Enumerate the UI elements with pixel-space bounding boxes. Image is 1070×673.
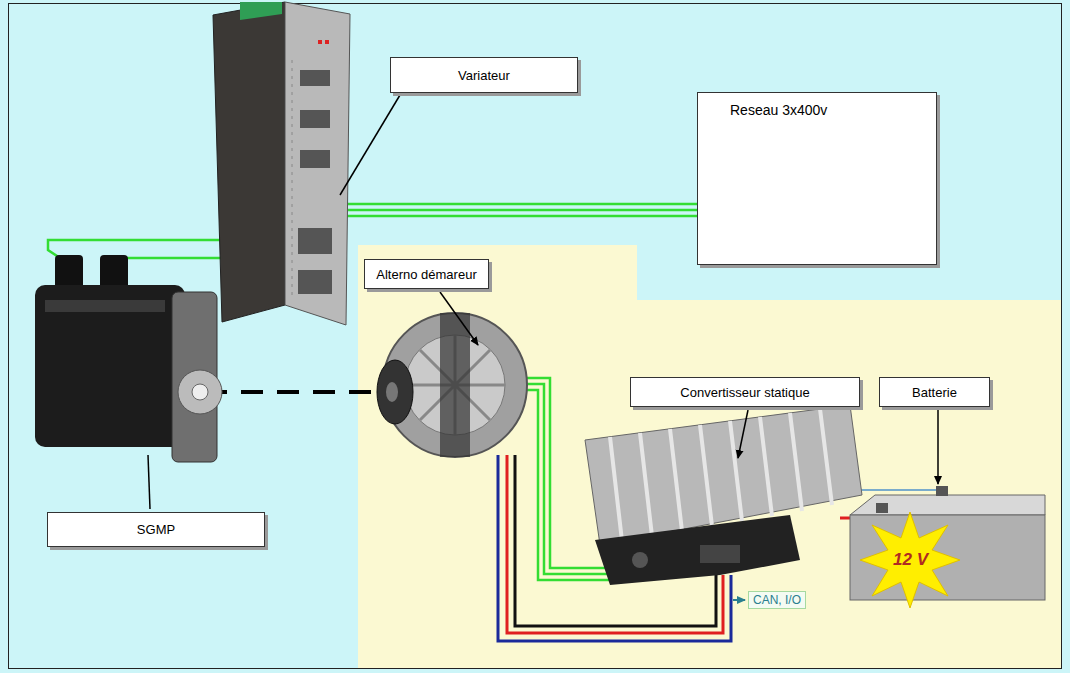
can-arrow: [733, 599, 745, 601]
led: [318, 40, 322, 44]
motor-shaft: [192, 384, 208, 400]
label-box: Reseau 3x400v: [697, 92, 937, 265]
converter-housing: [595, 515, 800, 585]
battery-terminal: [876, 503, 888, 513]
terminal-row: [292, 60, 293, 300]
connector: [298, 270, 332, 294]
frame: [9, 4, 1062, 669]
pulley-hub: [386, 382, 398, 402]
pulley: [377, 360, 413, 424]
label-box: Convertisseur statique: [630, 377, 860, 407]
heatsink-fins: [610, 409, 832, 541]
label-box: SGMP: [47, 512, 265, 547]
label-box: Variateur: [390, 57, 578, 93]
drive-front: [285, 2, 350, 325]
leader-line: [440, 292, 478, 345]
power-wire: [340, 215, 697, 218]
shaft-coupling: [205, 390, 385, 394]
drive-unit: [213, 2, 350, 325]
motor-bearing: [178, 370, 222, 414]
label-text: Alterno démareur: [376, 267, 476, 282]
label-text: Reseau 3x400v: [730, 102, 827, 118]
motor-connector: [55, 255, 83, 290]
drive-side: [213, 2, 285, 322]
motor-body: [35, 285, 185, 447]
static-converter: [585, 405, 862, 585]
connector: [300, 110, 330, 128]
battery-terminal: [936, 486, 948, 496]
voltage-label: 12 V: [893, 550, 928, 570]
label-text: Convertisseur statique: [680, 385, 809, 400]
drive-terminal: [240, 2, 282, 20]
connector: [298, 228, 332, 254]
converter-terminal: [632, 552, 648, 568]
label-box: Batterie: [879, 377, 990, 407]
battery-top: [850, 495, 1045, 515]
motor-highlight: [45, 300, 165, 312]
led: [325, 40, 329, 44]
label-text: Variateur: [458, 68, 510, 83]
vehicle-zone: [358, 245, 1062, 668]
label-text: Batterie: [912, 385, 957, 400]
label-text: SGMP: [137, 522, 175, 537]
leader-line: [340, 95, 400, 195]
alternator-band: [440, 313, 470, 457]
connector: [300, 150, 330, 168]
battery: [850, 486, 1045, 608]
bus-label: CAN, I/O: [748, 591, 806, 609]
leader-line: [937, 410, 939, 484]
leader-line: [148, 455, 150, 509]
alternator: [377, 313, 527, 457]
servo-motor: [35, 255, 222, 462]
leader-line: [738, 410, 748, 458]
label-box: Alterno démareur: [364, 259, 489, 289]
power-wire: [340, 209, 697, 212]
power-wire: [340, 203, 697, 206]
connector: [300, 70, 330, 86]
motor-connector: [100, 255, 128, 290]
converter-plug: [700, 545, 740, 563]
voltage-star: [860, 512, 960, 608]
